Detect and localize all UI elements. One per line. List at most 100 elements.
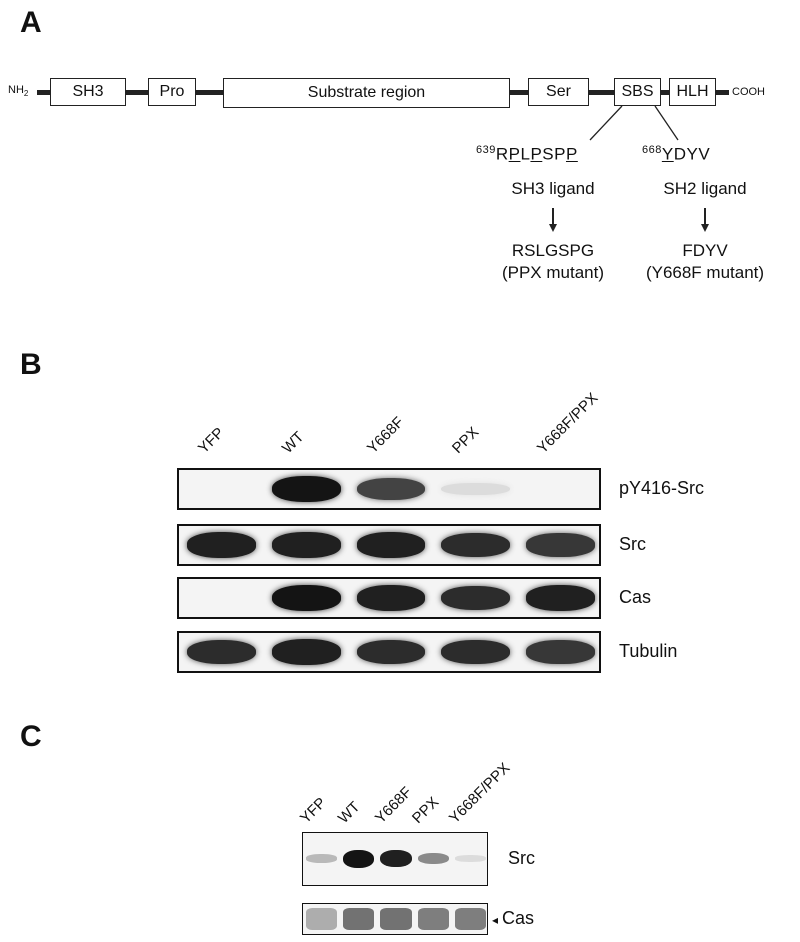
blot-band: [343, 907, 375, 930]
motif-sh3-residue: P: [565, 144, 578, 164]
n-terminus-label: NH2: [8, 84, 28, 98]
blot-band: [417, 907, 449, 930]
lane-label-c: Y668F: [371, 783, 416, 827]
motif-sh2-residue: Y: [686, 144, 699, 164]
lane-label-c: PPX: [409, 793, 443, 827]
blot-band: [271, 476, 341, 502]
backbone-segment: [125, 90, 149, 95]
backbone-segment: [660, 90, 670, 95]
lane-label-c: WT: [334, 798, 364, 827]
ppx-mutant-label: (PPX mutant): [501, 263, 605, 282]
blot-b-row-label: pY416-Src: [619, 478, 705, 498]
blot-band: [343, 849, 375, 868]
domain-substrate-region: Substrate region: [223, 78, 510, 108]
blot-c-row-label-text: Cas: [502, 908, 535, 928]
domain-sbs: SBS: [614, 78, 661, 106]
lane-label-c: YFP: [297, 794, 331, 827]
motif-sh2-residue: V: [698, 144, 711, 164]
blot-c-strip: [302, 903, 488, 935]
blot-b-strip: [177, 468, 601, 510]
blot-band: [441, 585, 511, 611]
lane-label-c: Y668F/PPX: [446, 759, 514, 827]
motif-sh3-residue: P: [508, 144, 521, 164]
blot-band: [380, 849, 412, 868]
blot-band: [356, 585, 426, 611]
motif-sh3-residue: L: [520, 144, 531, 164]
blot-b-row-label: Src: [619, 534, 646, 554]
motif-sh3-sequence: 639RPLPSPP: [476, 144, 578, 165]
motif-sh3-residue: S: [542, 144, 555, 164]
motif-sh3-residue: P: [530, 144, 543, 164]
blot-b-row-label: Tubulin: [619, 641, 678, 661]
domain-hlh: HLH: [669, 78, 716, 106]
lane-label-b: PPX: [449, 423, 483, 457]
blot-band: [454, 855, 486, 862]
blot-band: [271, 585, 341, 611]
panel-b-label: B: [20, 348, 42, 381]
motif-sh2-sequence: 668YDYV: [642, 144, 710, 165]
blot-band: [356, 477, 426, 501]
blot-b-strip: [177, 524, 601, 566]
blot-band: [187, 532, 256, 558]
blot-band: [356, 532, 426, 558]
backbone-segment: [588, 90, 615, 95]
sh2-ligand-label: SH2 ligand: [663, 179, 747, 198]
backbone-segment: [195, 90, 224, 95]
motif-sh3-residue: R: [495, 144, 509, 164]
sh3-ligand-label: SH3 ligand: [511, 179, 595, 198]
blot-c-strip: [302, 832, 488, 886]
motif-sh2-residue: Y: [661, 144, 674, 164]
blot-b-row-label: Cas: [619, 587, 652, 607]
backbone-segment: [37, 90, 51, 95]
lane-label-b: YFP: [194, 424, 228, 457]
blot-band: [441, 532, 511, 558]
domain-ser: Ser: [528, 78, 589, 106]
n-terminus-text: NH: [8, 84, 24, 96]
y668f-mutant-sequence: FDYV: [682, 241, 728, 260]
blot-band: [526, 640, 595, 664]
blot-band: [454, 907, 486, 930]
motif-sh3-number: 639: [476, 144, 496, 156]
blot-c-row-label: ◂Cas: [492, 908, 534, 929]
blot-band: [441, 482, 511, 496]
ppx-mutant-sequence: RSLGSPG: [511, 241, 595, 260]
blot-band: [187, 639, 256, 665]
blot-c-row-label: Src: [508, 848, 535, 869]
blot-b-strip: [177, 631, 601, 673]
y668f-mutant-label: (Y668F mutant): [645, 263, 765, 282]
c-terminus-label: COOH: [732, 86, 765, 98]
sh2-arrow-shaft: [704, 208, 706, 226]
blot-b-strip: [177, 577, 601, 619]
blot-band: [526, 533, 595, 557]
blot-band: [441, 639, 511, 665]
blot-band: [526, 585, 595, 611]
motif-sh3-residue: P: [554, 144, 566, 164]
blot-band: [356, 639, 426, 665]
lane-label-b: Y668F/PPX: [533, 389, 602, 457]
blot-band: [417, 853, 449, 864]
sh3-arrow-shaft: [552, 208, 554, 226]
backbone-segment: [715, 90, 729, 95]
domain-pro: Pro: [148, 78, 196, 106]
motif-sh3-residues: RPLPSPP: [496, 145, 578, 164]
panel-c-label: C: [20, 720, 42, 753]
motif-sh2-residues: YDYV: [662, 145, 710, 164]
motif-sh2-number: 668: [642, 144, 662, 156]
blot-band: [306, 854, 338, 863]
domain-sh3: SH3: [50, 78, 126, 106]
panel-a-label: A: [20, 6, 42, 39]
band-pointer-icon: ◂: [492, 913, 499, 927]
sh2-arrow-head: [701, 224, 709, 232]
blot-band: [271, 639, 341, 665]
backbone-segment: [509, 90, 529, 95]
blot-band: [271, 532, 341, 558]
blot-c-row-label-text: Src: [508, 848, 535, 868]
blot-band: [380, 907, 412, 930]
n-terminus-subscript: 2: [23, 89, 29, 99]
lane-label-b: Y668F: [364, 413, 408, 457]
blot-band: [306, 907, 338, 930]
sbs-connector-lines: [589, 105, 679, 141]
motif-sh2-residue: D: [673, 144, 687, 164]
sh3-arrow-head: [549, 224, 557, 232]
lane-label-b: WT: [279, 428, 308, 457]
